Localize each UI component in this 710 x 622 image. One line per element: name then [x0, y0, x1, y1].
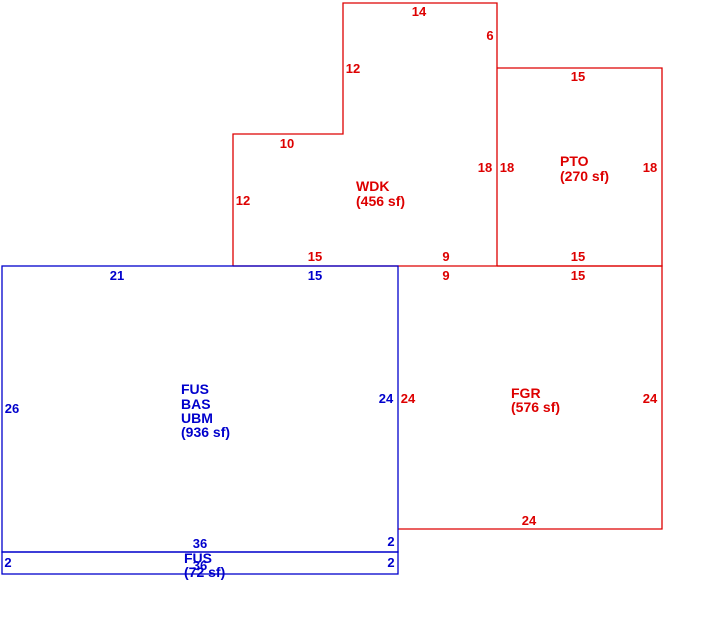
- fgr-dim-top-left: 9: [442, 268, 449, 283]
- fus-main-dim-left: 26: [5, 401, 19, 416]
- fus-strip-dim-right: 2: [387, 555, 394, 570]
- fus-main-dim-top-left: 21: [110, 268, 124, 283]
- fgr-area-label: (576 sf): [511, 399, 560, 415]
- pto-dim-left: 18: [500, 160, 514, 175]
- wdk-dim-bottom-left: 15: [308, 249, 322, 264]
- wdk-dim-upper-right: 6: [486, 28, 493, 43]
- wdk-dim-upper-left: 12: [346, 61, 360, 76]
- pto-dim-right: 18: [643, 160, 657, 175]
- fus-strip-code-label: FUS: [184, 550, 212, 566]
- wdk-dim-bottom-right: 9: [442, 249, 449, 264]
- fgr-dim-bottom: 24: [522, 513, 537, 528]
- fgr-outline: [398, 265, 663, 530]
- pto-dim-top: 15: [571, 69, 585, 84]
- wdk-dim-top: 14: [412, 4, 427, 19]
- fus-strip-outline: [1, 551, 399, 575]
- wdk-dim-step: 10: [280, 136, 294, 151]
- fgr-dim-top-right: 15: [571, 268, 585, 283]
- fus-main-area-label: (936 sf): [181, 424, 230, 440]
- fus-strip-area-label: (72 sf): [184, 564, 225, 580]
- fgr-dim-left: 24: [401, 391, 416, 406]
- fus-main-dim-right: 24: [379, 391, 394, 406]
- fgr-code-label: FGR: [511, 385, 541, 401]
- wdk-dim-right: 18: [478, 160, 492, 175]
- pto-code-label: PTO: [560, 153, 589, 169]
- fgr-dim-right: 24: [643, 391, 658, 406]
- wdk-dim-left: 12: [236, 193, 250, 208]
- fus-main-dim-bottom: 36: [193, 536, 207, 551]
- fus-main-label-line-2: BAS: [181, 396, 211, 412]
- pto-area-label: (270 sf): [560, 168, 609, 184]
- wdk-outline: [232, 2, 498, 266]
- fus-main-label-line-1: FUS: [181, 381, 209, 397]
- fus-main-dim-bottom-right: 2: [387, 534, 394, 549]
- wdk-area-label: (456 sf): [356, 193, 405, 209]
- fus-strip-dim-bottom: 36: [193, 558, 207, 573]
- pto-dim-bottom: 15: [571, 249, 585, 264]
- fus-main-dim-top-right: 15: [308, 268, 322, 283]
- fus-main-label-line-3: UBM: [181, 410, 213, 426]
- fus-strip-dim-left: 2: [4, 555, 11, 570]
- wdk-code-label: WDK: [356, 178, 389, 194]
